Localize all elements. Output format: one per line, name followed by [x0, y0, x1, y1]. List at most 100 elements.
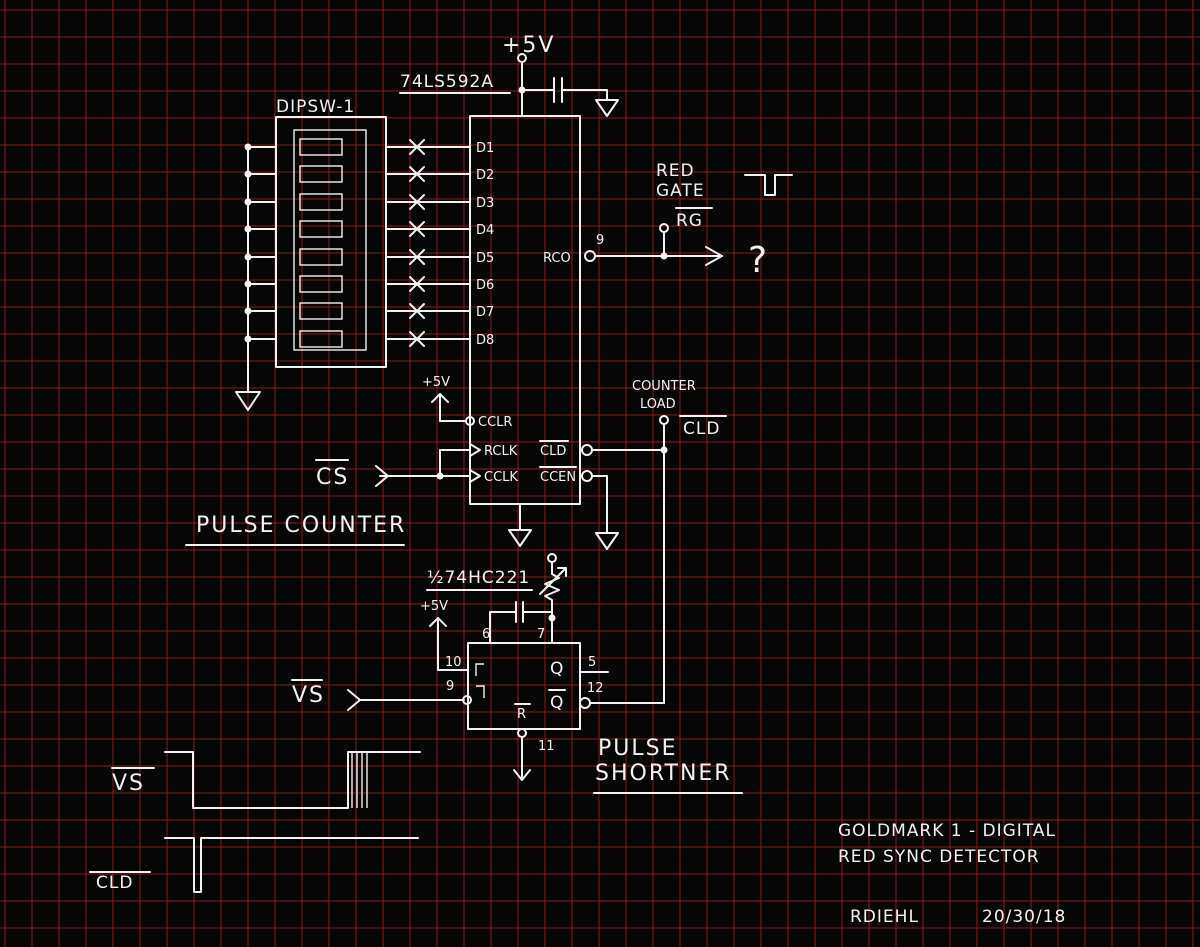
dip-switch-toggle [299, 302, 343, 320]
pin-11-label: 11 [538, 739, 555, 754]
date-label: 20/30/18 [982, 907, 1066, 927]
cld-pin-label: CLD [540, 444, 566, 459]
dip-switch-toggle [299, 275, 343, 293]
timing-resistor-icon [544, 561, 560, 613]
data-pin-label: D5 [476, 251, 494, 266]
arrow-right-icon [705, 246, 723, 266]
author-label: RDIEHL [850, 907, 919, 927]
data-line-cut-mark [409, 139, 425, 155]
vcc-oneshot-label: +5V [420, 599, 448, 614]
trigger-rising-icon [475, 663, 484, 676]
oneshot-chip-label: ½74HC221 [427, 568, 530, 588]
data-pin-label: D8 [476, 333, 494, 348]
data-line-cut-mark [409, 221, 425, 237]
clock-junction [436, 472, 444, 480]
ground-icon [508, 529, 532, 547]
vs-wave-label: VS [112, 771, 145, 796]
red-gate-label-line1: RED [656, 161, 695, 181]
oneshot-chip: ½74HC221 6 7 +5V 10 9 VS Q Q [291, 553, 743, 794]
reset-bubble [517, 728, 527, 738]
ground-icon [235, 391, 261, 411]
data-pin-label: D1 [476, 141, 494, 156]
cclr-bubble [465, 416, 475, 426]
cld-wave-label: CLD [96, 873, 133, 893]
cld-net-label: CLD [683, 419, 720, 439]
counter-load-label-line1: COUNTER [632, 379, 696, 394]
ccen-bubble [581, 470, 593, 482]
vs-input-label: VS [292, 683, 325, 708]
dip-switch-label: DIPSW-1 [276, 97, 355, 117]
trigger-falling-icon [476, 685, 485, 698]
data-pin-label: D4 [476, 223, 494, 238]
timing-diagram: VS CLD [89, 751, 421, 893]
red-gate-label-line2: GATE [656, 181, 705, 201]
cld-bubble [581, 444, 593, 456]
ground-icon [595, 99, 619, 117]
data-pin-label: D6 [476, 278, 494, 293]
cld-waveform [164, 837, 419, 893]
dip-switch-toggle [299, 193, 343, 211]
data-line-cut-mark [409, 331, 425, 347]
cclk-pin-label: CCLK [484, 470, 518, 485]
red-gate-waveform-icon [744, 174, 793, 196]
data-line-cut-mark [409, 166, 425, 182]
rclk-pin-label: RCLK [484, 444, 518, 459]
rg-terminal [659, 223, 669, 233]
pin-12-label: 12 [587, 681, 604, 696]
title-line2: RED SYNC DETECTOR [838, 847, 1040, 867]
arrow-down-icon [513, 769, 531, 781]
dip-switch-toggle [299, 220, 343, 238]
vs-input-arrow-icon [347, 689, 361, 711]
q-bar-label: Q [550, 693, 564, 713]
counter-load-label-line2: LOAD [640, 397, 676, 412]
dip-switch-toggle [299, 165, 343, 183]
timing-junction [548, 614, 556, 622]
counter-load-terminal [659, 415, 669, 425]
timing-resistor-terminal [547, 553, 557, 563]
pin-9-label: 9 [446, 679, 454, 694]
cld-junction [660, 446, 668, 454]
cs-input-arrow-icon [375, 465, 389, 487]
counter-chip-label: 74LS592A [400, 72, 494, 92]
timing-resistor-variable-arrow [539, 567, 567, 595]
pin-10-label: 10 [445, 655, 462, 670]
q-bar-bubble [579, 697, 591, 709]
title-block: GOLDMARK 1 - DIGITAL RED SYNC DETECTOR R… [838, 821, 1066, 927]
pin-6-label: 6 [482, 627, 490, 642]
vs-waveform [164, 751, 421, 809]
vs-input-bubble [462, 695, 472, 705]
pin-7-label: 7 [537, 627, 545, 642]
rco-pin-label: RCO [543, 251, 571, 266]
data-pin-label: D7 [476, 305, 494, 320]
dip-switch-body [275, 116, 387, 368]
rclk-clock-triangle [469, 443, 481, 457]
counter-chip: 74LS592A +5V RCO 9 RED GATE RG ? +5V [185, 33, 793, 704]
data-pin-label: D2 [476, 168, 494, 183]
pulse-counter-label: PULSE COUNTER [196, 513, 406, 538]
data-line-cut-mark [409, 303, 425, 319]
r-label: R [517, 707, 526, 722]
cclr-pin-label: CCLR [478, 415, 512, 430]
q-label: Q [550, 659, 564, 679]
dip-switch-toggle [299, 138, 343, 156]
dip-switch-toggle [299, 330, 343, 348]
data-pin-label: D3 [476, 196, 494, 211]
arrow-up-right-icon [557, 567, 567, 577]
data-line-cut-mark [409, 276, 425, 292]
pulse-shortner-label-line1: PULSE [598, 736, 678, 761]
vcc-cclr-label: +5V [422, 375, 450, 390]
question-mark: ? [748, 240, 767, 281]
ground-icon [595, 532, 619, 550]
rg-label: RG [676, 211, 703, 231]
data-line-cut-mark [409, 249, 425, 265]
vcc-top-label: +5V [502, 33, 555, 58]
cclk-clock-triangle [469, 469, 481, 483]
title-line1: GOLDMARK 1 - DIGITAL [838, 821, 1056, 841]
data-line-cut-mark [409, 194, 425, 210]
rco-pin-number: 9 [596, 233, 604, 248]
